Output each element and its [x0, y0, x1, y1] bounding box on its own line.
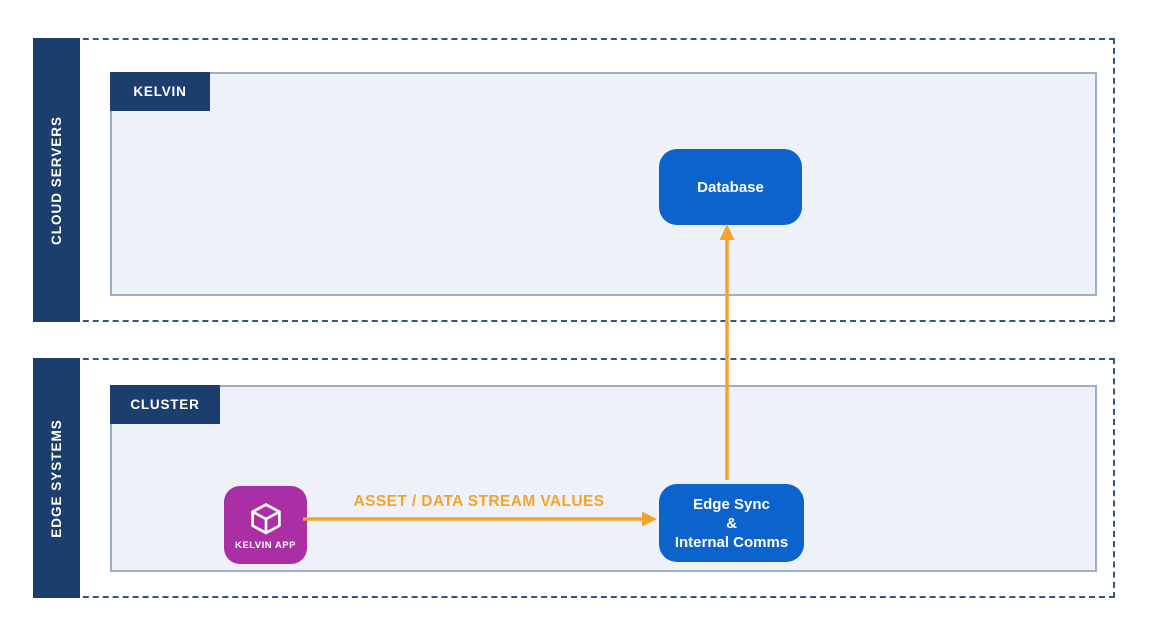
database-node: Database: [659, 149, 802, 225]
kelvin-panel-label: KELVIN: [133, 84, 187, 99]
kelvin-app-label: KELVIN APP: [235, 539, 296, 551]
cluster-panel-tab: CLUSTER: [110, 385, 220, 424]
data-stream-flow-label: ASSET / DATA STREAM VALUES: [353, 493, 605, 510]
cube-icon: [247, 502, 285, 536]
kelvin-panel-tab: KELVIN: [110, 72, 210, 111]
edge-systems-label: EDGE SYSTEMS: [49, 418, 64, 538]
edge-sync-line-3: Internal Comms: [674, 533, 789, 551]
edge-systems-zone: EDGE SYSTEMS CLUSTER KELVIN APP: [33, 358, 1115, 598]
edge-sync-node: Edge Sync & Internal Comms: [659, 484, 804, 562]
cloud-servers-zone: CLOUD SERVERS KELVIN Database: [33, 38, 1115, 322]
cluster-panel-label: CLUSTER: [130, 397, 200, 412]
edge-sync-line-1: Edge Sync: [693, 495, 770, 513]
kelvin-panel: KELVIN Database: [110, 72, 1097, 296]
cloud-servers-label: CLOUD SERVERS: [49, 115, 64, 245]
cluster-panel: CLUSTER KELVIN APP Edge Sync &: [110, 385, 1097, 572]
edge-sync-line-2: &: [726, 514, 737, 532]
kelvin-app-node: KELVIN APP: [224, 486, 307, 564]
cloud-servers-sidebar: CLOUD SERVERS: [33, 38, 80, 322]
database-node-label: Database: [697, 178, 764, 196]
edge-systems-sidebar: EDGE SYSTEMS: [33, 358, 80, 598]
